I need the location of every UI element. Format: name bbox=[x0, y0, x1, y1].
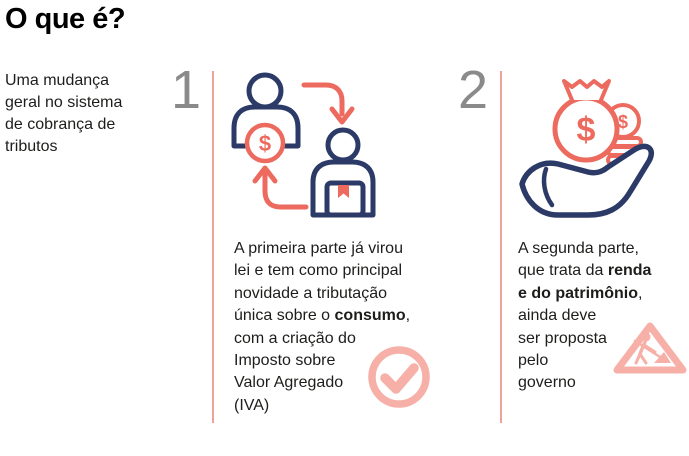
dollar-coin-icon bbox=[244, 122, 286, 164]
package-box-icon bbox=[324, 180, 366, 218]
svg-text:$: $ bbox=[618, 112, 628, 132]
dirt-mound-icon bbox=[654, 352, 671, 363]
section-2-divider bbox=[500, 71, 502, 423]
svg-text:$: $ bbox=[577, 111, 596, 149]
under-construction-icon bbox=[613, 322, 687, 374]
section-1-number: 1 bbox=[170, 60, 201, 120]
people-exchange-icon: $ bbox=[231, 72, 376, 218]
hand-money-icon: $ $ bbox=[519, 79, 655, 218]
ribbon-icon bbox=[338, 185, 349, 198]
check-circle-icon bbox=[368, 346, 430, 408]
section-2-number: 2 bbox=[457, 60, 488, 120]
open-hand-icon bbox=[519, 143, 655, 218]
svg-text:$: $ bbox=[259, 131, 271, 156]
page-title: O que é? bbox=[5, 3, 126, 35]
section-1-divider bbox=[212, 71, 214, 423]
arrow-left-up-icon bbox=[262, 171, 309, 210]
arrow-right-down-icon bbox=[301, 82, 345, 117]
